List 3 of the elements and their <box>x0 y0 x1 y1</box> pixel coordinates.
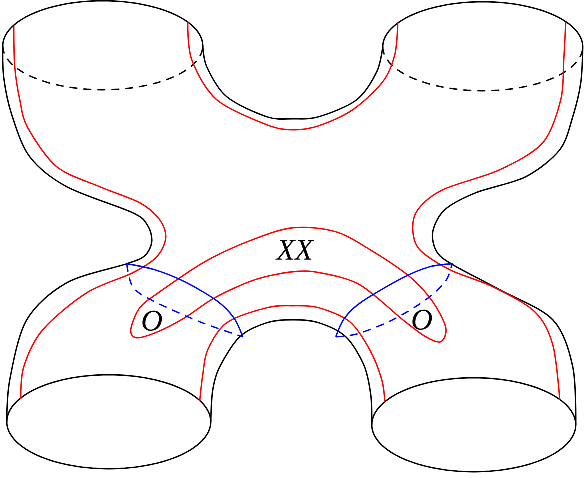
region-label: O <box>142 310 162 332</box>
region-label: O <box>412 310 432 330</box>
region-label: XX <box>276 240 314 260</box>
